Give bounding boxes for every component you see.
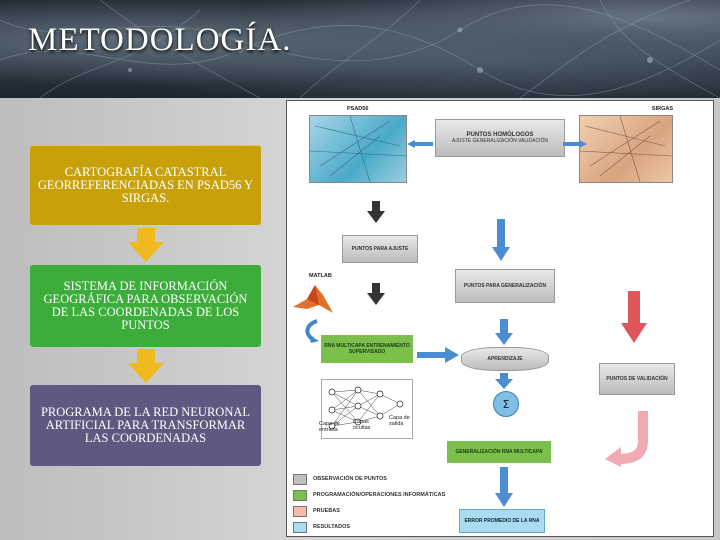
arrow-down-blue-icon: [495, 319, 513, 345]
arrow-down-icon: [367, 283, 385, 305]
capa-salida-label: Capa de salida: [389, 415, 410, 427]
neural-network-figure: [321, 379, 413, 439]
curved-arrow-pink-icon: [605, 411, 648, 467]
error-promedio-box: ERROR PROMEDIO DE LA RNA: [459, 509, 545, 533]
capas-ocultas-label: Capas ocultas: [353, 419, 371, 431]
arrow-down-red-icon: [621, 291, 647, 343]
generalizacion-rna-label: GENERALIZACIÓN RNA MULTICAPA: [455, 449, 543, 455]
aprendizaje-box: APRENDIZAJE: [461, 347, 549, 371]
puntos-ajuste-label: PUNTOS PARA AJUSTE: [351, 246, 409, 252]
legend-swatch: [293, 473, 307, 485]
arrow-down-blue-icon: [492, 219, 510, 261]
arrow-right-blue-icon: [417, 347, 459, 363]
legend-swatch: [293, 521, 307, 533]
legend-swatch: [293, 489, 307, 501]
puntos-validacion-box: PUNTOS DE VALIDACIÓN: [599, 363, 675, 395]
step-cartografia: CARTOGRAFÍA CATASTRAL GEORREFERENCIADAS …: [30, 145, 261, 225]
arrow-down-icon: [367, 201, 385, 223]
map-right-label: SIRGAS: [651, 106, 673, 112]
legend-label: PRUEBAS: [313, 508, 340, 514]
capa-entrada-label: Capa de entrada: [319, 421, 340, 433]
methodology-diagram: PSAD56 SIRGAS PUNTOS HOMÓLOGOS AJUSTE GE…: [286, 100, 714, 537]
down-arrow-icon: [128, 228, 164, 262]
homologos-sub: AJUSTE GENERALIZACIÓN VALIDACIÓN: [451, 138, 549, 144]
step-sig: SISTEMA DE INFORMACIÓN GEOGRÁFICA PARA O…: [30, 265, 261, 347]
down-arrow-icon: [128, 349, 164, 383]
puntos-ajuste-box: PUNTOS PARA AJUSTE: [342, 235, 418, 263]
rna-multicapa-box: RNA MULTICAPA ENTRENAMIENTO SUPERVISADO: [321, 335, 413, 363]
puntos-homologos-box: PUNTOS HOMÓLOGOS AJUSTE GENERALIZACIÓN V…: [435, 119, 565, 157]
legend-item: PRUEBAS: [293, 505, 340, 517]
legend-label: RESULTADOS: [313, 524, 351, 530]
map-sirgas-image: [579, 115, 673, 183]
map-psad56-image: [309, 115, 407, 183]
step-rna: PROGRAMA DE LA RED NEURONAL ARTIFICIAL P…: [30, 385, 261, 466]
legend-item: RESULTADOS: [293, 521, 350, 533]
curved-arrow-icon: [305, 319, 319, 343]
puntos-generalizacion-label: PUNTOS PARA GENERALIZACIÓN: [463, 283, 547, 289]
map-left-label: PSAD56: [347, 106, 369, 112]
header-banner: METODOLOGÍA.: [0, 0, 720, 98]
legend-item: OBSERVACIÓN DE PUNTOS: [293, 473, 387, 485]
rna-multicapa-label: RNA MULTICAPA ENTRENAMIENTO SUPERVISADO: [324, 343, 410, 355]
homologos-title: PUNTOS HOMÓLOGOS: [466, 132, 534, 138]
legend-label: PROGRAMACIÓN/OPERACIONES INFORMÁTICAS: [313, 492, 446, 498]
arrow-down-blue-icon: [495, 373, 513, 389]
step-sig-text: SISTEMA DE INFORMACIÓN GEOGRÁFICA PARA O…: [43, 279, 248, 332]
legend-label: OBSERVACIÓN DE PUNTOS: [313, 476, 387, 482]
step-cartografia-text: CARTOGRAFÍA CATASTRAL GEORREFERENCIADAS …: [37, 165, 254, 205]
legend-swatch: [293, 505, 307, 517]
matlab-label: MATLAB: [309, 273, 332, 279]
arrow-down-blue-icon: [495, 467, 513, 507]
matlab-logo-icon: [293, 285, 333, 313]
slide-title: METODOLOGÍA.: [28, 22, 292, 58]
connector-arrows: [407, 140, 587, 148]
neural-texture: [0, 0, 720, 98]
sigma-node: Σ: [493, 391, 519, 417]
error-promedio-label: ERROR PROMEDIO DE LA RNA: [464, 518, 540, 524]
puntos-validacion-label: PUNTOS DE VALIDACIÓN: [606, 376, 668, 382]
legend-item: PROGRAMACIÓN/OPERACIONES INFORMÁTICAS: [293, 489, 445, 501]
generalizacion-rna-box: GENERALIZACIÓN RNA MULTICAPA: [447, 441, 551, 463]
aprendizaje-label: APRENDIZAJE: [487, 356, 523, 362]
step-rna-text: PROGRAMA DE LA RED NEURONAL ARTIFICIAL P…: [40, 405, 251, 445]
puntos-generalizacion-box: PUNTOS PARA GENERALIZACIÓN: [455, 269, 555, 303]
